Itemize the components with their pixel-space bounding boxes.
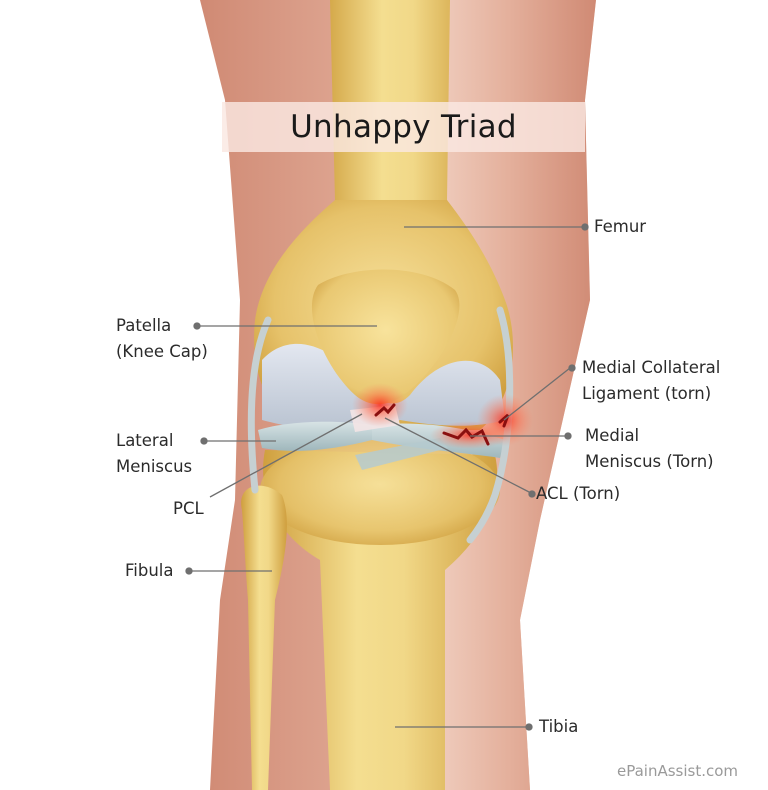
- acl-injury-glow: [352, 383, 408, 427]
- label-fibula: Fibula: [125, 561, 174, 580]
- medial-collateral-ligament: [466, 306, 514, 544]
- label-medial-meniscus-line1: Medial: [585, 426, 640, 445]
- title-band: Unhappy Triad: [222, 102, 585, 152]
- label-mcl-line2: Ligament (torn): [582, 384, 712, 403]
- diagram-title: Unhappy Triad: [290, 109, 517, 145]
- label-mcl-line1: Medial Collateral: [582, 358, 721, 377]
- label-lateral-meniscus: Lateral Meniscus: [116, 428, 192, 480]
- articular-cartilage: [262, 343, 505, 432]
- leader-lines: [185, 223, 589, 731]
- mcl-tear-icon: [498, 413, 510, 428]
- label-femur: Femur: [594, 217, 647, 236]
- label-medial-meniscus-line2: Meniscus (Torn): [585, 452, 714, 471]
- watermark: ePainAssist.com: [617, 762, 739, 780]
- lateral-collateral-ligament: [247, 316, 272, 494]
- pcl-ligament: [355, 438, 448, 470]
- acl-tear-icon: [374, 403, 396, 417]
- label-patella-line2: (Knee Cap): [116, 342, 208, 361]
- label-mcl: Medial Collateral Ligament (torn): [582, 355, 720, 407]
- meniscus-tear-icon: [442, 427, 490, 446]
- label-acl: ACL (Torn): [536, 484, 621, 503]
- lateral-meniscus: [258, 421, 372, 451]
- label-tibia: Tibia: [539, 717, 579, 736]
- patella: [311, 269, 460, 405]
- label-lateral-meniscus-line1: Lateral: [116, 431, 174, 450]
- fibula: [241, 485, 287, 790]
- label-lateral-meniscus-line2: Meniscus: [116, 457, 193, 476]
- label-patella-line1: Patella: [116, 316, 172, 335]
- label-medial-meniscus: Medial Meniscus (Torn): [585, 423, 714, 475]
- label-pcl: PCL: [173, 499, 204, 518]
- label-patella: Patella (Knee Cap): [116, 313, 208, 365]
